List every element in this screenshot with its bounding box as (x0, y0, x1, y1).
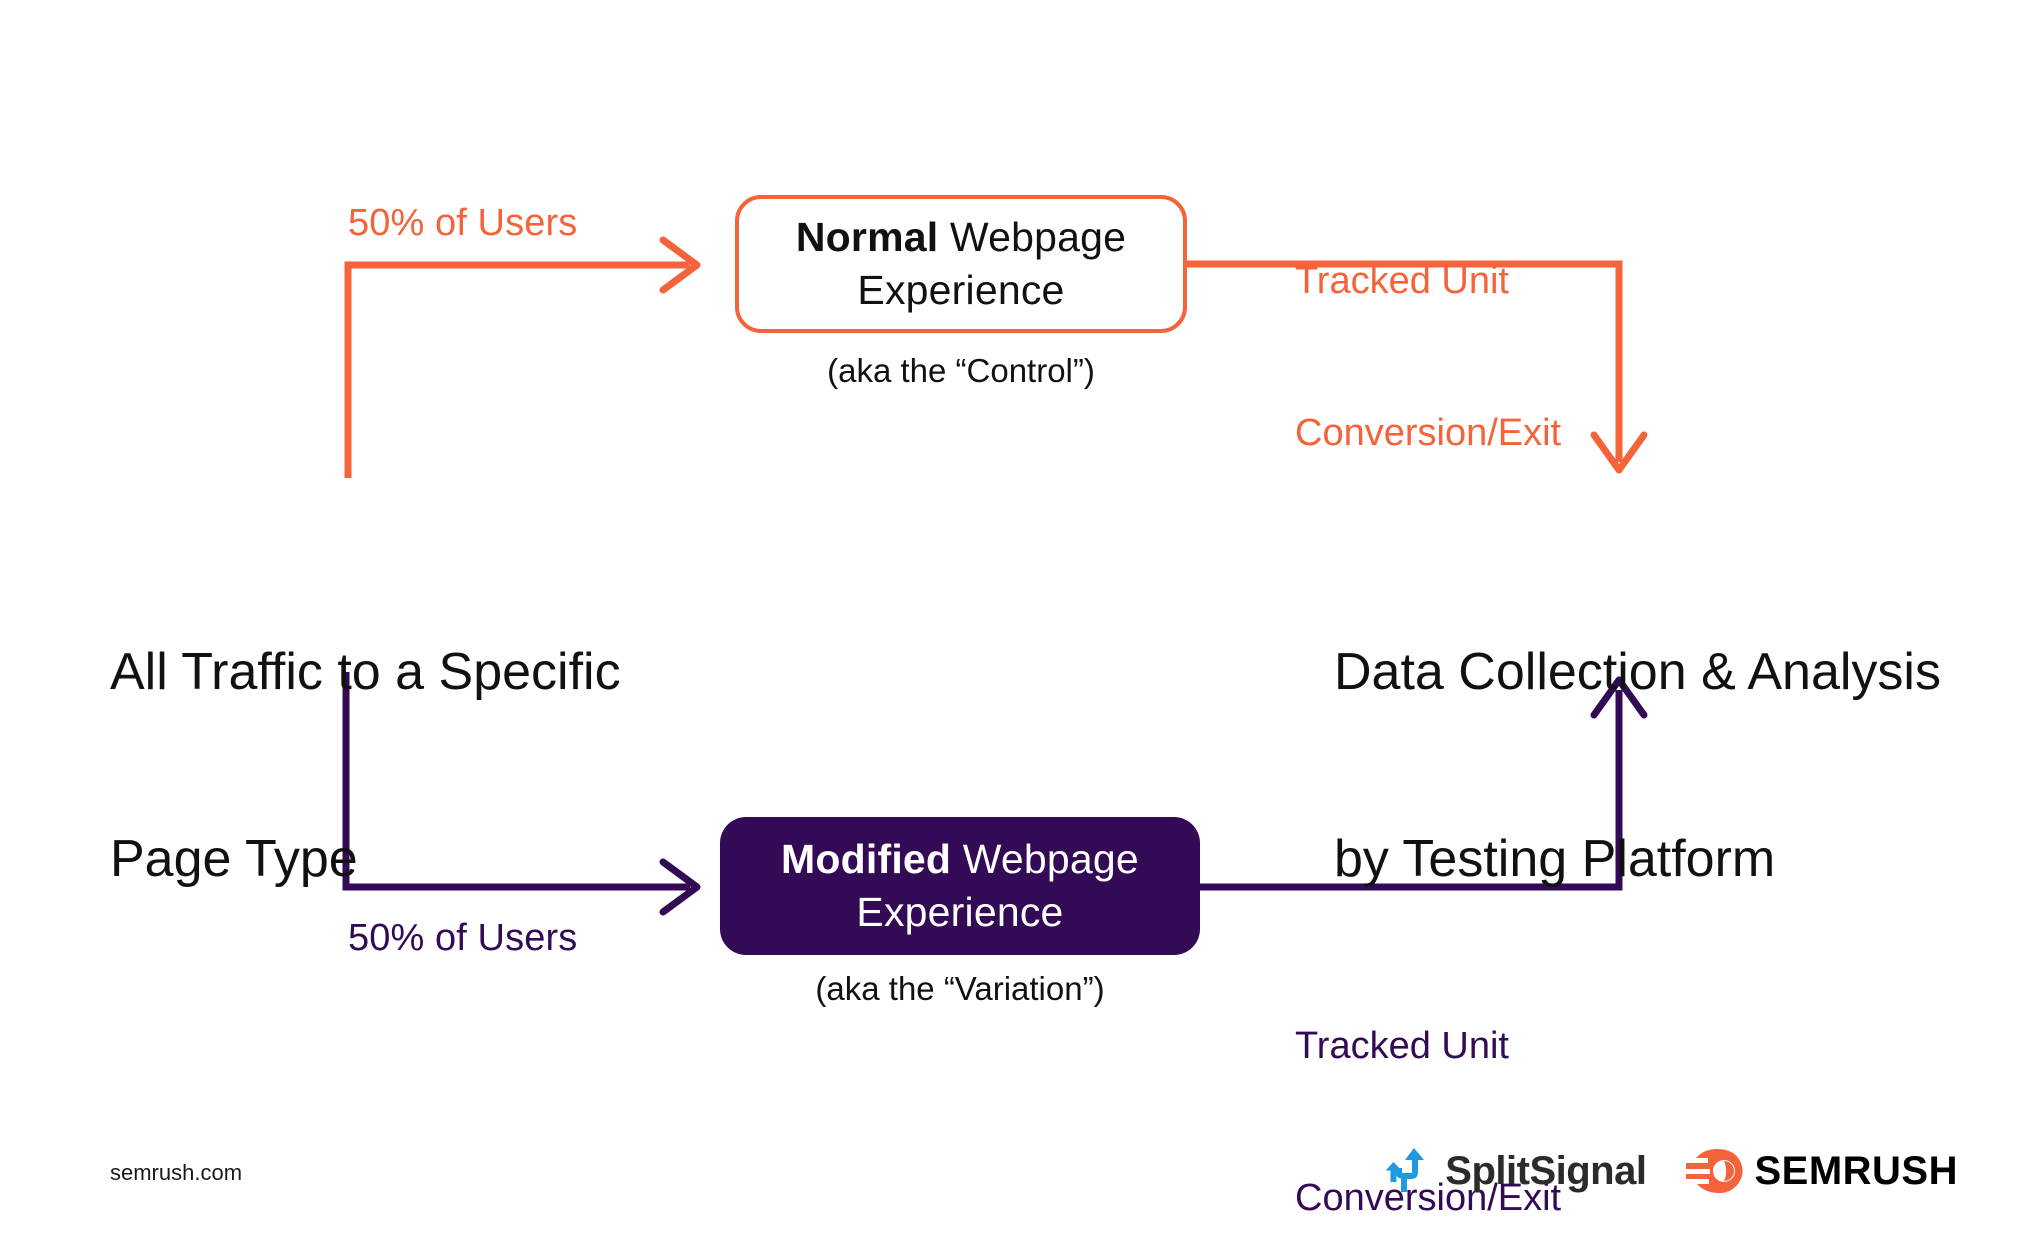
footer-url: semrush.com (110, 1160, 243, 1185)
split-label-control: 50% of Users (348, 202, 578, 244)
outcome-variation-line1: Tracked Unit (1295, 1025, 1509, 1068)
node-all-traffic-line1: All Traffic to a Specific (110, 642, 621, 701)
semrush-comet-icon (1686, 1149, 1744, 1194)
arrowhead-to-control (659, 236, 701, 294)
logo-semrush-text: SEMRUSH (1754, 1148, 1958, 1193)
outcome-control-line2: Conversion/Exit (1295, 411, 1562, 454)
split-arrows-icon (1385, 1148, 1425, 1192)
node-all-traffic: All Traffic to a Specific Page Type (110, 516, 621, 1015)
node-normal-bold-word: Normal (795, 213, 939, 260)
node-normal-line2: Experience (857, 267, 1065, 313)
logo-splitsignal-text: SplitSignal (1445, 1148, 1647, 1193)
node-normal-rest-word: Webpage (938, 213, 1127, 260)
node-all-traffic-line2: Page Type (110, 829, 358, 888)
arrowhead-to-variation (659, 858, 701, 916)
outcome-variation-line2: Conversion/Exit (1295, 1176, 1562, 1219)
node-data-collection-line1: Data Collection & Analysis (1334, 642, 1941, 701)
node-data-collection-line2: by Testing Platform (1334, 829, 1776, 888)
node-normal-label: Normal Webpage Experience (796, 211, 1126, 318)
node-modified-label: Modified Webpage Experience (781, 833, 1139, 940)
connector-traffic-to-control (344, 261, 690, 478)
outcome-label-control: Tracked Unit Conversion/Exit (1295, 155, 1561, 559)
caption-variation: (aka the “Variation”) (815, 970, 1105, 1007)
arrowhead-control-to-analysis (1590, 431, 1648, 474)
footer-logos: SplitSignal SEMRUSH (1381, 1146, 1958, 1196)
split-label-variation: 50% of Users (348, 917, 578, 959)
logo-semrush: SEMRUSH (1684, 1147, 1958, 1195)
node-data-collection: Data Collection & Analysis by Testing Pl… (1334, 516, 1941, 1015)
outcome-label-variation: Tracked Unit Conversion/Exit (1295, 920, 1561, 1236)
node-modified-rest-word: Webpage (951, 835, 1139, 882)
node-modified-webpage-experience[interactable]: Modified Webpage Experience (aka the “Va… (720, 817, 1200, 1007)
node-modified-line2: Experience (856, 889, 1064, 935)
caption-control: (aka the “Control”) (827, 352, 1095, 389)
outcome-control-line1: Tracked Unit (1295, 260, 1509, 303)
logo-splitsignal: SplitSignal (1381, 1146, 1647, 1196)
node-normal-webpage-experience[interactable]: Normal Webpage Experience (aka the “Cont… (735, 195, 1187, 389)
node-modified-bold-word: Modified (781, 835, 952, 882)
